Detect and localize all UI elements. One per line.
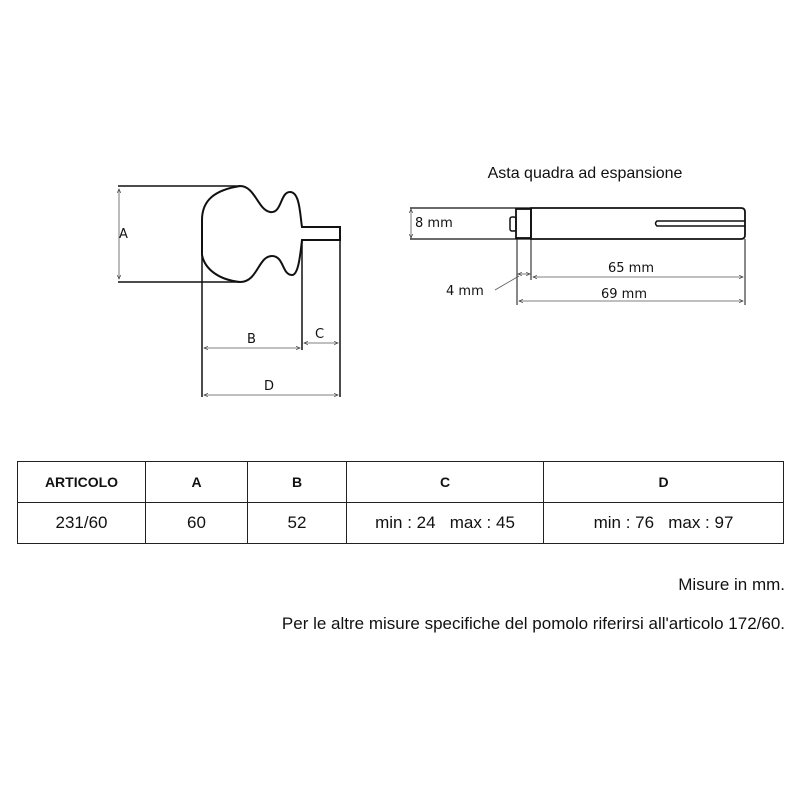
label-d: D <box>264 379 274 394</box>
header-a: A <box>145 461 248 503</box>
label-65mm: 65 mm <box>608 261 654 276</box>
label-69mm: 69 mm <box>601 287 647 302</box>
cell-d: min : 76 max : 97 <box>543 502 784 544</box>
rod-drawing <box>410 207 746 305</box>
knob-drawing <box>118 184 341 397</box>
table-row: 231/60 60 52 min : 24 max : 45 min : 76 … <box>17 502 784 544</box>
label-b: B <box>247 332 256 347</box>
thread-stub <box>509 216 517 232</box>
rod-title: Asta quadra ad espansione <box>488 165 683 182</box>
note-reference: Per le altre misure specifiche del pomol… <box>281 614 785 633</box>
cell-a: 60 <box>145 502 248 544</box>
nut <box>515 208 532 239</box>
technical-drawing: A B C D Asta quadra ad espansione 8 mm 4… <box>0 165 746 460</box>
header-c: C <box>346 461 544 503</box>
rod-slot <box>654 220 745 227</box>
label-c: C <box>315 327 324 342</box>
dimensions-table: ARTICOLO A B C D 231/60 60 52 min : 24 m… <box>17 461 784 544</box>
header-articolo: ARTICOLO <box>17 461 146 503</box>
label-8mm: 8 mm <box>415 216 453 231</box>
table-header-row: ARTICOLO A B C D <box>17 461 784 503</box>
header-d: D <box>543 461 784 503</box>
knob-outline <box>201 184 341 284</box>
label-a: A <box>119 227 128 242</box>
cell-articolo: 231/60 <box>17 502 146 544</box>
rod-body <box>530 207 746 240</box>
note-units: Misure in mm. <box>678 575 785 594</box>
label-4mm: 4 mm <box>446 284 484 299</box>
header-b: B <box>247 461 347 503</box>
cell-c: min : 24 max : 45 <box>346 502 544 544</box>
cell-b: 52 <box>247 502 347 544</box>
